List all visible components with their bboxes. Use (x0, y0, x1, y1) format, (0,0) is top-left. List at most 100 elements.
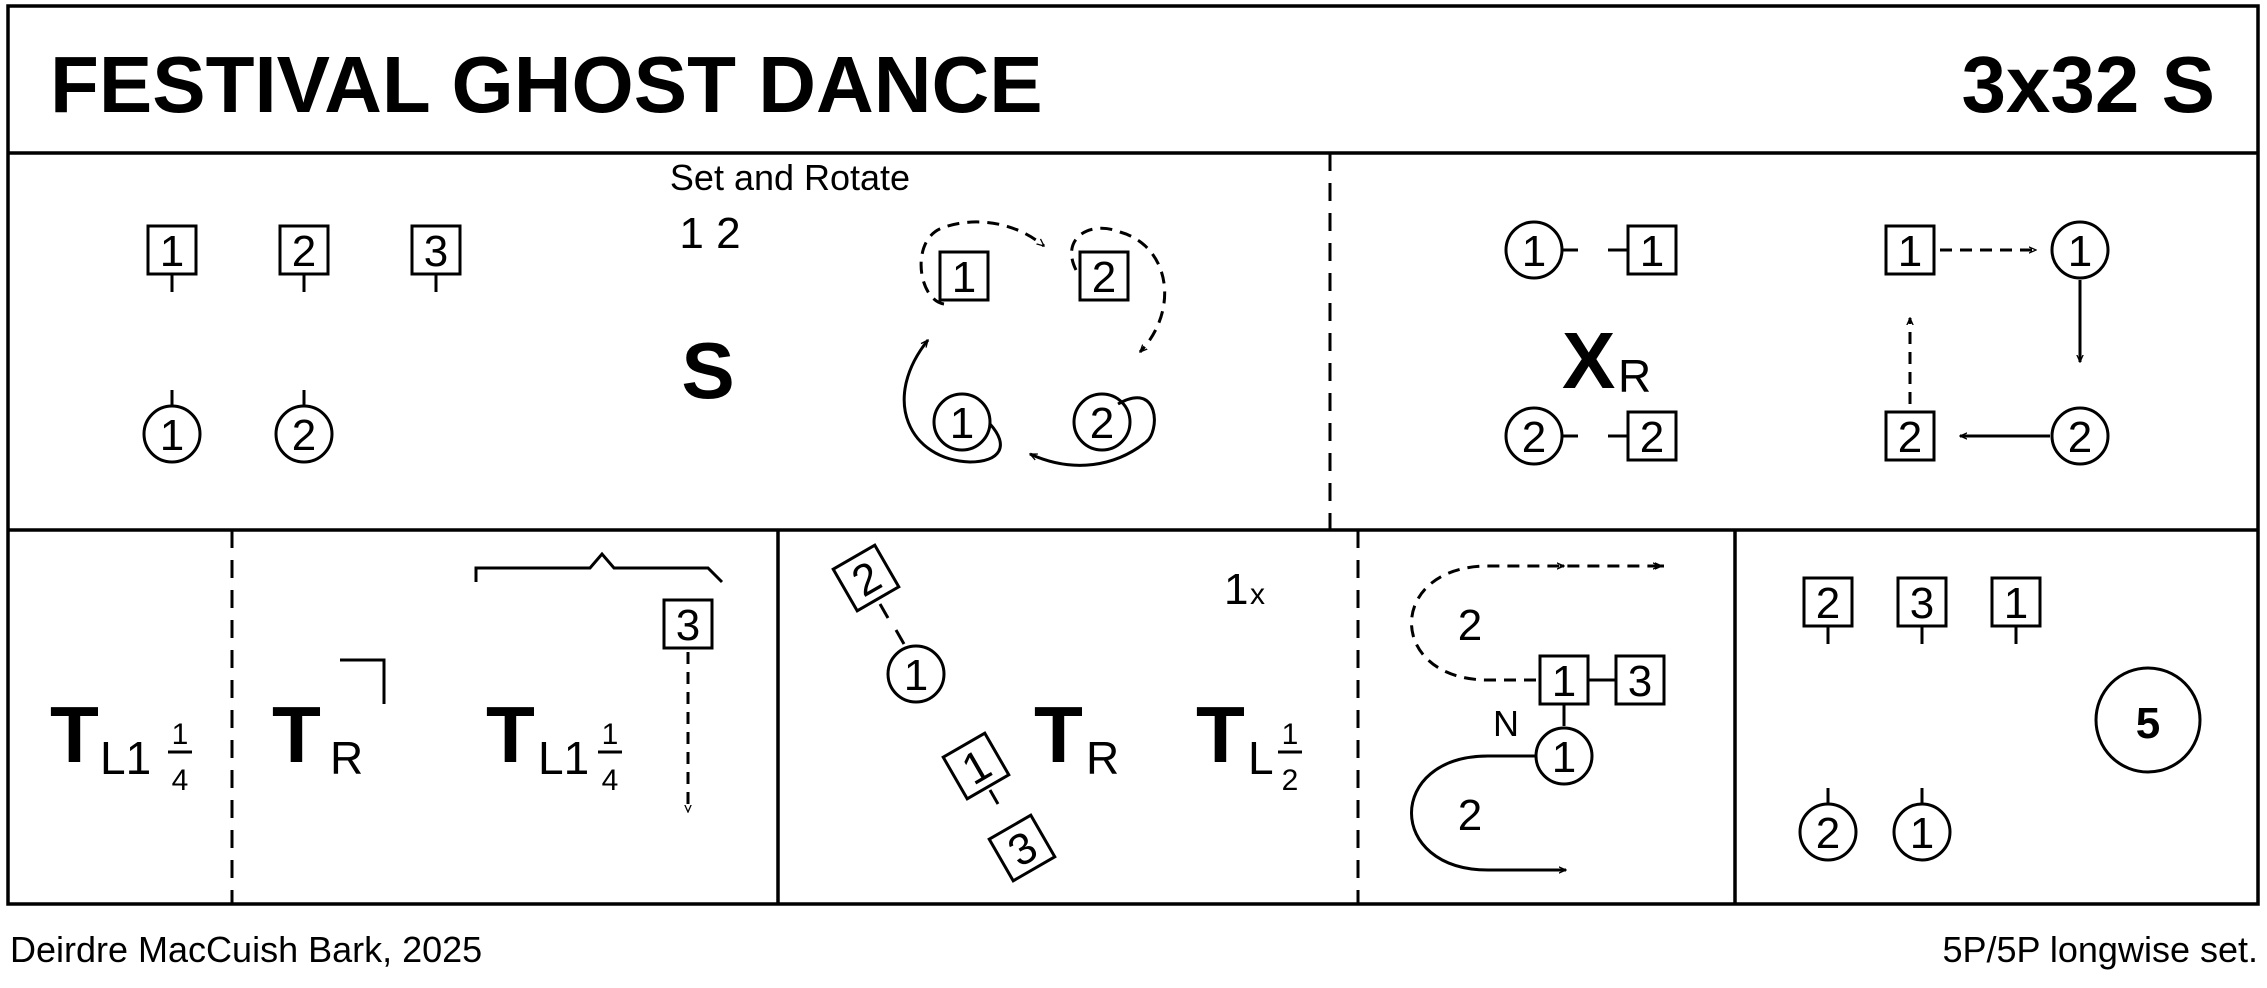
svg-text:1: 1 (952, 253, 976, 302)
rot-man-1: 1 (1884, 224, 1936, 276)
figure-caption: Set and Rotate (670, 157, 910, 198)
man-2: 2 (831, 543, 901, 613)
panel-cross: 1 1 X R 2 2 1 1 2 (1504, 220, 2110, 466)
turn-sub-2: L1 (538, 732, 589, 784)
svg-text:2: 2 (1090, 399, 1114, 448)
svg-text:3: 3 (1628, 657, 1652, 706)
rot-woman-1: 1 (2050, 220, 2110, 280)
svg-text:5: 5 (2136, 699, 2160, 748)
man-3: 3 (1896, 576, 1948, 644)
dance-title: FESTIVAL GHOST DANCE (50, 40, 1043, 129)
woman-1: 1 (1534, 726, 1594, 786)
rotate-path-1 (919, 220, 1044, 306)
woman-1: 1 (886, 644, 946, 704)
svg-text:2: 2 (1816, 809, 1840, 858)
panel-end-position: 2 3 1 5 2 1 (1798, 576, 2202, 862)
svg-text:1: 1 (2068, 227, 2092, 276)
svg-text:1: 1 (1552, 657, 1576, 706)
turn-letter-1: T (1034, 690, 1083, 779)
label-top: 2 (1458, 601, 1482, 650)
turn-sub-1: R (330, 732, 363, 784)
man-1: 1 (146, 224, 198, 292)
svg-text:1: 1 (160, 411, 184, 460)
svg-text:1: 1 (1898, 227, 1922, 276)
svg-text:1: 1 (950, 399, 974, 448)
cross-sub: R (1618, 350, 1651, 402)
frac-num: 1 (172, 718, 189, 751)
svg-text:2: 2 (1898, 413, 1922, 462)
man-3: 3 (410, 224, 462, 292)
rot-man-2: 2 (1884, 410, 1936, 462)
strathspey-letter: S (681, 326, 734, 415)
man-1: 1 (1538, 654, 1590, 726)
svg-text:1: 1 (1522, 227, 1546, 276)
mark-sub: x (1250, 578, 1265, 611)
man-3: 3 (662, 598, 714, 650)
svg-text:2: 2 (292, 227, 316, 276)
round-badge: 5 (2094, 666, 2202, 774)
turn-letter-1: T (272, 690, 321, 779)
panel-set-and-rotate: 1 2 3 1 2 Set and Rotate 1 2 S 1 (142, 157, 1167, 467)
svg-text:2: 2 (292, 411, 316, 460)
panel-turn-left: T L1 1 4 (50, 690, 192, 797)
frac-num: 1 (602, 718, 619, 751)
svg-text:1: 1 (904, 651, 928, 700)
svg-text:1: 1 (1640, 227, 1664, 276)
woman-2: 2 (1798, 788, 1858, 862)
turn-letter-2: T (1196, 690, 1245, 779)
dance-format: 3x32 S (1961, 40, 2215, 129)
frac-den: 2 (1282, 764, 1299, 797)
man-1: 1 (941, 731, 1011, 801)
frac-den: 4 (172, 764, 189, 797)
n-label: N (1493, 703, 1519, 744)
panel-turns: T R T L1 1 4 3 (272, 551, 724, 812)
rotate-woman-2: 2 (1072, 392, 1132, 452)
rotate-path-3 (1030, 396, 1156, 467)
mark-label: 1 (1224, 565, 1248, 614)
rotate-woman-1: 1 (932, 392, 992, 452)
svg-text:1: 1 (1910, 809, 1934, 858)
bars-label: 1 2 (679, 209, 740, 258)
rotate-path-4 (902, 340, 1002, 464)
man-3: 3 (987, 813, 1057, 883)
svg-text:2: 2 (1522, 413, 1546, 462)
turn-letter: T (50, 690, 99, 779)
panel-reel-paths: 2 1 3 N 1 2 (1410, 566, 1666, 870)
corner-mark (340, 658, 386, 704)
solid-path (1410, 754, 1567, 870)
author-credit: Deirdre MacCuish Bark, 2025 (10, 929, 482, 970)
turn-sub-2: L (1248, 732, 1274, 784)
panel-diagonal: 2 1 1 3 T R T L 1 2 1 x (831, 543, 1302, 883)
rotate-man-2: 2 (1078, 250, 1130, 302)
rotate-path-2 (1070, 226, 1167, 352)
man-2: 2 (278, 224, 330, 292)
set-description: 5P/5P longwise set. (1942, 929, 2258, 970)
man-1: 1 (1608, 224, 1678, 276)
turn-letter-2: T (486, 690, 535, 779)
man-2: 2 (1802, 576, 1854, 644)
svg-text:1: 1 (1552, 733, 1576, 782)
man-2: 2 (1608, 410, 1678, 462)
bracket (474, 551, 724, 584)
frac-den: 4 (602, 764, 619, 797)
svg-text:3: 3 (676, 601, 700, 650)
woman-1: 1 (142, 390, 202, 464)
svg-text:3: 3 (424, 227, 448, 276)
woman-1: 1 (1504, 220, 1578, 280)
woman-2: 2 (274, 390, 334, 464)
svg-text:1: 1 (2004, 579, 2028, 628)
svg-text:2: 2 (1640, 413, 1664, 462)
man-3: 3 (1588, 654, 1666, 706)
man-1: 1 (1990, 576, 2042, 644)
rot-woman-2: 2 (2050, 406, 2110, 466)
svg-text:1: 1 (160, 227, 184, 276)
svg-text:3: 3 (1910, 579, 1934, 628)
label-bottom: 2 (1458, 791, 1482, 840)
turn-sub: L1 (100, 732, 151, 784)
frac-num: 1 (1282, 718, 1299, 751)
woman-1: 1 (1892, 788, 1952, 862)
turn-sub-1: R (1086, 732, 1119, 784)
cross-letter: X (1562, 316, 1615, 405)
svg-text:2: 2 (1816, 579, 1840, 628)
